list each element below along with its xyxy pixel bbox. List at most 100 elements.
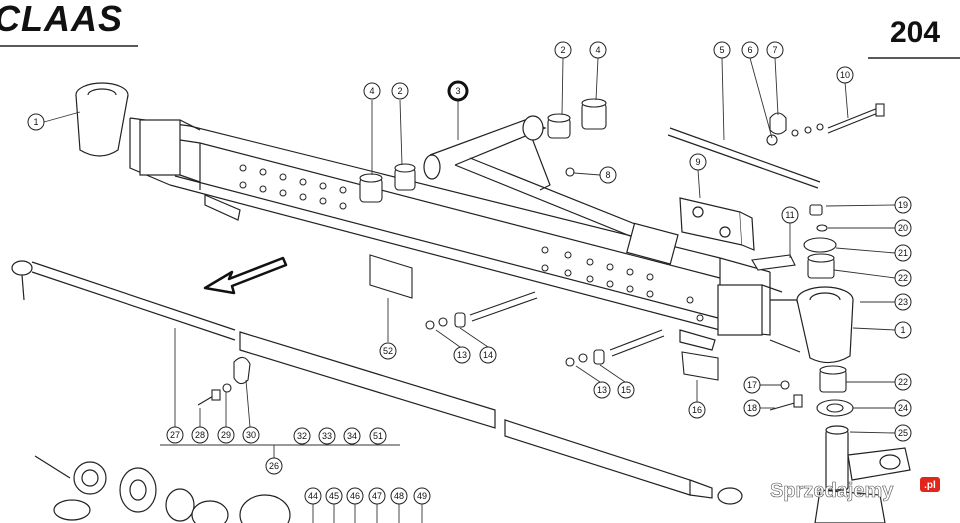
svg-text:5: 5 xyxy=(719,45,724,55)
svg-text:13: 13 xyxy=(457,350,467,360)
svg-text:8: 8 xyxy=(605,170,610,180)
rod-5 xyxy=(667,127,821,189)
svg-text:29: 29 xyxy=(221,430,231,440)
leader-lines xyxy=(43,57,896,458)
nut-8 xyxy=(565,167,575,177)
callout-16: 16 xyxy=(688,401,706,419)
callout-44: 44 xyxy=(304,487,322,505)
svg-text:4: 4 xyxy=(595,45,600,55)
callout-13b: 13 xyxy=(593,381,611,399)
svg-text:19: 19 xyxy=(898,200,908,210)
svg-text:22: 22 xyxy=(898,273,908,283)
svg-text:33: 33 xyxy=(322,431,332,441)
svg-text:14: 14 xyxy=(483,350,493,360)
watermark: Sprzedajemy .pl xyxy=(770,477,940,502)
tie-rod xyxy=(11,260,743,505)
svg-text:28: 28 xyxy=(195,430,205,440)
bottom-leaders xyxy=(312,504,423,523)
callout-9: 9 xyxy=(689,153,707,171)
direction-arrow xyxy=(203,256,288,295)
callout-19: 19 xyxy=(894,196,912,214)
svg-text:26: 26 xyxy=(269,461,279,471)
plate-9 xyxy=(679,197,755,251)
svg-text:16: 16 xyxy=(692,405,702,415)
svg-text:13: 13 xyxy=(597,385,607,395)
callout-3: 3 xyxy=(447,80,469,102)
svg-text:2: 2 xyxy=(397,86,402,96)
callout-26: 26 xyxy=(265,457,283,475)
svg-text:25: 25 xyxy=(898,428,908,438)
bolt-set-15 xyxy=(565,329,665,367)
callout-33: 33 xyxy=(318,427,336,445)
svg-text:48: 48 xyxy=(394,491,404,501)
callout-20: 20 xyxy=(894,219,912,237)
watermark-badge xyxy=(920,477,940,492)
svg-text:27: 27 xyxy=(170,430,180,440)
a-frame-yoke xyxy=(423,115,679,265)
bushings xyxy=(359,98,607,203)
svg-text:1: 1 xyxy=(900,325,905,335)
callout-49: 49 xyxy=(413,487,431,505)
svg-text:44: 44 xyxy=(308,491,318,501)
callout-32: 32 xyxy=(293,427,311,445)
watermark-site: Sprzedajemy xyxy=(770,480,894,502)
brand-logo: CLAAS xyxy=(0,0,123,39)
clamp-parts xyxy=(197,356,251,406)
svg-text:47: 47 xyxy=(372,491,382,501)
callout-17: 17 xyxy=(743,376,761,394)
callout-51: 51 xyxy=(369,427,387,445)
callout-2a: 2 xyxy=(391,82,409,100)
callout-28: 28 xyxy=(191,426,209,444)
svg-text:17: 17 xyxy=(747,380,757,390)
svg-text:2: 2 xyxy=(560,45,565,55)
axle-beam xyxy=(129,117,783,351)
callout-18: 18 xyxy=(743,399,761,417)
svg-text:49: 49 xyxy=(417,491,427,501)
svg-text:45: 45 xyxy=(329,491,339,501)
svg-text:24: 24 xyxy=(898,403,908,413)
callout-21: 21 xyxy=(894,244,912,262)
svg-text:21: 21 xyxy=(898,248,908,258)
callout-22b: 22 xyxy=(894,373,912,391)
callout-52: 52 xyxy=(379,342,397,360)
callout-15: 15 xyxy=(617,381,635,399)
callout-23: 23 xyxy=(894,293,912,311)
svg-text:30: 30 xyxy=(246,430,256,440)
callout-34: 34 xyxy=(343,427,361,445)
svg-text:7: 7 xyxy=(772,45,777,55)
svg-text:3: 3 xyxy=(455,86,460,96)
svg-text:32: 32 xyxy=(297,431,307,441)
bolt-10 xyxy=(827,103,885,134)
callout-45: 45 xyxy=(325,487,343,505)
kingpin-25 xyxy=(814,425,911,523)
callout-22a: 22 xyxy=(894,269,912,287)
callout-48: 48 xyxy=(390,487,408,505)
callout-30: 30 xyxy=(242,426,260,444)
svg-text:52: 52 xyxy=(383,346,393,356)
callout-5: 5 xyxy=(713,41,731,59)
clip-7 xyxy=(766,112,824,146)
callout-13a: 13 xyxy=(453,346,471,364)
callout-10: 10 xyxy=(836,66,854,84)
callout-46: 46 xyxy=(346,487,364,505)
callout-47: 47 xyxy=(368,487,386,505)
callout-11: 11 xyxy=(781,206,799,224)
svg-text:11: 11 xyxy=(785,210,794,220)
bracket-11 xyxy=(751,254,796,271)
callout-14: 14 xyxy=(479,346,497,364)
svg-text:18: 18 xyxy=(747,403,757,413)
callout-4b: 4 xyxy=(589,41,607,59)
plate-16 xyxy=(681,351,719,381)
bolt-set-14 xyxy=(425,291,538,330)
callout-24: 24 xyxy=(894,399,912,417)
svg-text:23: 23 xyxy=(898,297,908,307)
svg-text:9: 9 xyxy=(695,157,700,167)
beam-holes xyxy=(239,164,704,322)
callout-7: 7 xyxy=(766,41,784,59)
watermark-tld: .pl xyxy=(924,480,936,491)
label-plate-52 xyxy=(369,254,413,299)
callout-25: 25 xyxy=(894,424,912,442)
callout-4a: 4 xyxy=(363,82,381,100)
page-number: 204 xyxy=(890,16,940,49)
